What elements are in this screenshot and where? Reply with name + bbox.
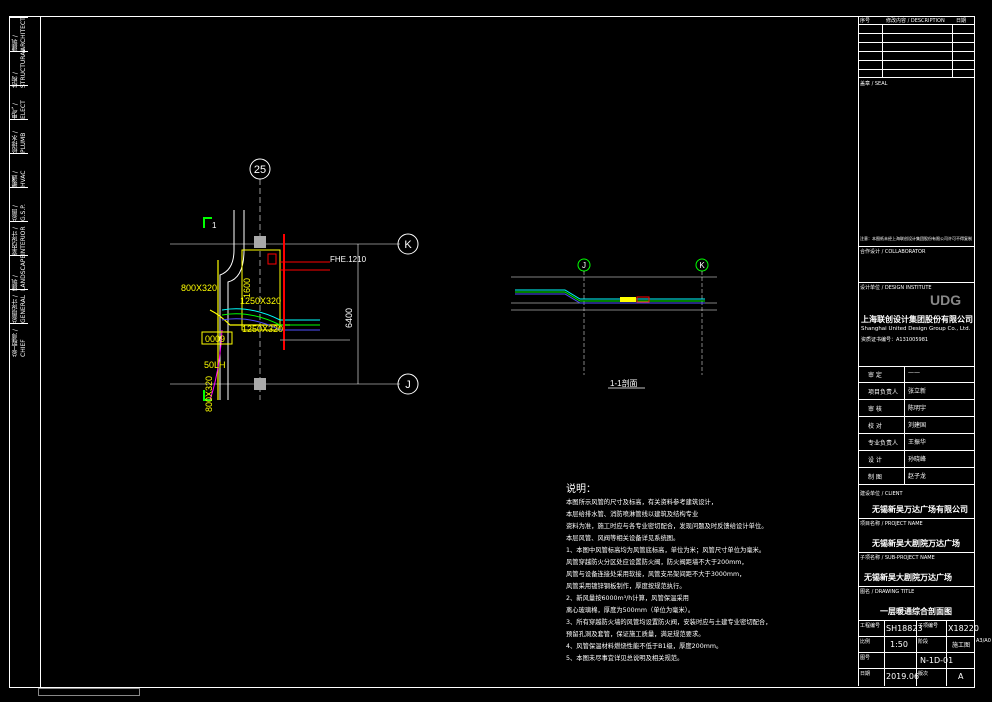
role-label: 专业负责人 <box>868 440 899 447</box>
sheet-size: A3/A0 <box>976 638 991 644</box>
rev-header-row: 序号 修改内容 / DESCRIPTION 日期 <box>858 16 974 25</box>
role-name: 王振华 <box>908 439 927 446</box>
note-line: 本层给排水管、消防喷淋管线以建筑及结构专业 <box>566 511 699 518</box>
note-line: 本图所示风管的尺寸及标高，有关资料参考建筑设计， <box>566 499 718 506</box>
svg-text:J: J <box>405 379 411 391</box>
note-line: 3、所有穿越防火墙的风管均设置防火阀，安装时应与土建专业密切配合， <box>566 619 772 626</box>
sidebar-cell: 总图 / G.S.P. <box>10 187 28 221</box>
role-label: 制 图 <box>868 474 882 481</box>
seal-area: 盖章 / SEAL 注意：本图纸未经上海联创设计集团股份有限公司许可不得复制 <box>858 78 974 247</box>
role-name: 陈明宇 <box>908 405 927 412</box>
note-line: 5、本图未尽事宜详见总说明及相关规范。 <box>566 655 684 662</box>
project-row: 项目名称 / PROJECT NAME 无锡新吴大剧院万达广场 <box>858 518 974 553</box>
scale-bar-box <box>38 688 140 696</box>
title-block <box>858 16 975 686</box>
inner-frame-line <box>40 16 41 687</box>
role-label: 项目负责人 <box>868 389 899 396</box>
duct-size-800x320-a: 800X320 <box>181 283 217 293</box>
note-line: 预留孔洞及套管，保证施工质量，满足规范要求。 <box>566 631 705 638</box>
note-line: 2、新风量按6000m³/h计算，风管保温采用 <box>566 595 689 602</box>
role-name: 张立新 <box>908 388 927 395</box>
company-name: 上海联创设计集团股份有限公司 <box>861 315 973 324</box>
company-logo: UDG <box>930 292 962 308</box>
column-top <box>254 236 266 248</box>
signature-row: 专业负责人 王振华 <box>858 434 974 451</box>
svg-text:K: K <box>699 261 705 270</box>
drawing-title-row: 图名 / DRAWING TITLE 一层暖通综合剖面图 <box>858 586 974 621</box>
note-line: 风管采用镀锌钢板制作，厚度按规范执行。 <box>566 583 686 590</box>
sidebar-cell: 建筑 / ARCHITECT <box>10 17 28 52</box>
cert-no: 资质证书编号：A131005981 <box>861 337 929 343</box>
note-line: 资料为准，施工时应与各专业密切配合，发现问题及时反馈给设计单位。 <box>566 523 768 530</box>
role-label: 审 定 <box>868 372 882 379</box>
client-row: 建设单位 / CLIENT 无锡新吴万达广场有限公司 <box>858 488 974 519</box>
sidebar-cell: 总工程师 / CHIEF <box>10 323 28 357</box>
grid-bubble-j <box>397 373 419 395</box>
sidebar-cell: 总图设计 / GENERAL <box>10 289 28 323</box>
plan-drawing: 25 K J 6400 1 800X320 1600 1250X320 1250… <box>170 158 419 412</box>
design-institute-area: 设计单位 / DESIGN INSTITUTE UDG 上海联创设计集团股份有限… <box>858 282 974 367</box>
signature-row: 项目负责人 张立新 <box>858 383 974 400</box>
svg-text:J: J <box>582 261 586 270</box>
dimension-6400: 6400 <box>344 308 354 328</box>
tag-0009: 0009 <box>205 334 225 344</box>
role-name: 孙晓峰 <box>908 456 927 463</box>
duct-size-1250x320-a: 1250X320 <box>240 296 281 306</box>
note-line: 本层风管、风阀等相关设备详见系统图。 <box>566 535 680 542</box>
sidebar-cell: 结构 / STRUCTURAL <box>10 48 28 89</box>
signature-row: 制 图 赵子龙 <box>858 468 974 485</box>
role-label: 审 核 <box>868 406 882 413</box>
notes-heading: 说明： <box>566 484 596 495</box>
column-bottom <box>254 378 266 390</box>
note-line: 4、风管保温材料燃烧性能不低于B1级，厚度200mm。 <box>566 643 723 650</box>
label-50lh: 50LH <box>204 360 226 370</box>
role-label: 校 对 <box>868 423 882 430</box>
company-name-en: Shanghai United Design Group Co., Ltd. <box>861 326 971 332</box>
svg-text:1: 1 <box>212 221 217 230</box>
signature-row: 审 核 陈明宇 <box>858 400 974 417</box>
info-grid: 工程编号 SH18823 子项编号 X18220 比例 1:50 阶段 施工图 … <box>858 620 979 686</box>
signature-row: 设 计 孙晓峰 <box>858 451 974 468</box>
tag-0009-box <box>201 331 233 345</box>
signature-row: 校 对 刘建国 <box>858 417 974 434</box>
note-line: 离心玻璃棉，厚度为500mm（单位为毫米）。 <box>566 607 695 614</box>
sidebar-cell: 建筑 / LANDSCAPE <box>10 254 28 291</box>
svg-text:K: K <box>404 239 412 251</box>
duct-size-1250x320-b: 1250X320 <box>242 324 283 334</box>
duct-size-800x320-b: 800X320 <box>204 376 214 412</box>
role-label: 设 计 <box>868 457 882 464</box>
label-fhe: FHE.1210 <box>330 255 367 264</box>
drawing-frame <box>9 16 975 688</box>
revision-table <box>858 24 974 78</box>
section-title: 1-1剖面 <box>610 378 638 388</box>
collaborator-area: 合作设计 / COLLABORATOR <box>858 246 974 283</box>
role-name: 赵子龙 <box>908 473 927 480</box>
role-name: 刘建国 <box>908 422 927 429</box>
note-line: 风管与设备连接处采用软接，风管支吊架间距不大于3000mm， <box>566 571 746 578</box>
grid-bubble-k <box>397 233 419 255</box>
note-line: 1、本图中风管标高均为风管底标高，单位为米；风管尺寸单位为毫米。 <box>566 547 766 554</box>
sub-project-row: 子项名称 / SUB-PROJECT NAME 无锡新吴大剧院万达广场 <box>858 552 974 587</box>
sidebar-cell: 暖通 / HVAC <box>10 153 28 187</box>
sidebar-cell: 给排水 / PLUMB <box>10 119 28 153</box>
grid-label-25: 25 <box>254 164 266 176</box>
sidebar-cell: 电气 / ELECT <box>10 85 28 119</box>
sidebar-cell: 室内设计 / INTERIOR <box>10 221 28 255</box>
signature-row: 审 定 —— <box>858 366 974 383</box>
role-name: —— <box>908 369 920 376</box>
duct-size-1600: 1600 <box>242 278 252 298</box>
section-drawing: J K 1-1剖面 <box>511 258 717 389</box>
note-line: 风管穿越防火分区处应设置防火阀，防火阀距墙不大于200mm， <box>566 559 748 566</box>
